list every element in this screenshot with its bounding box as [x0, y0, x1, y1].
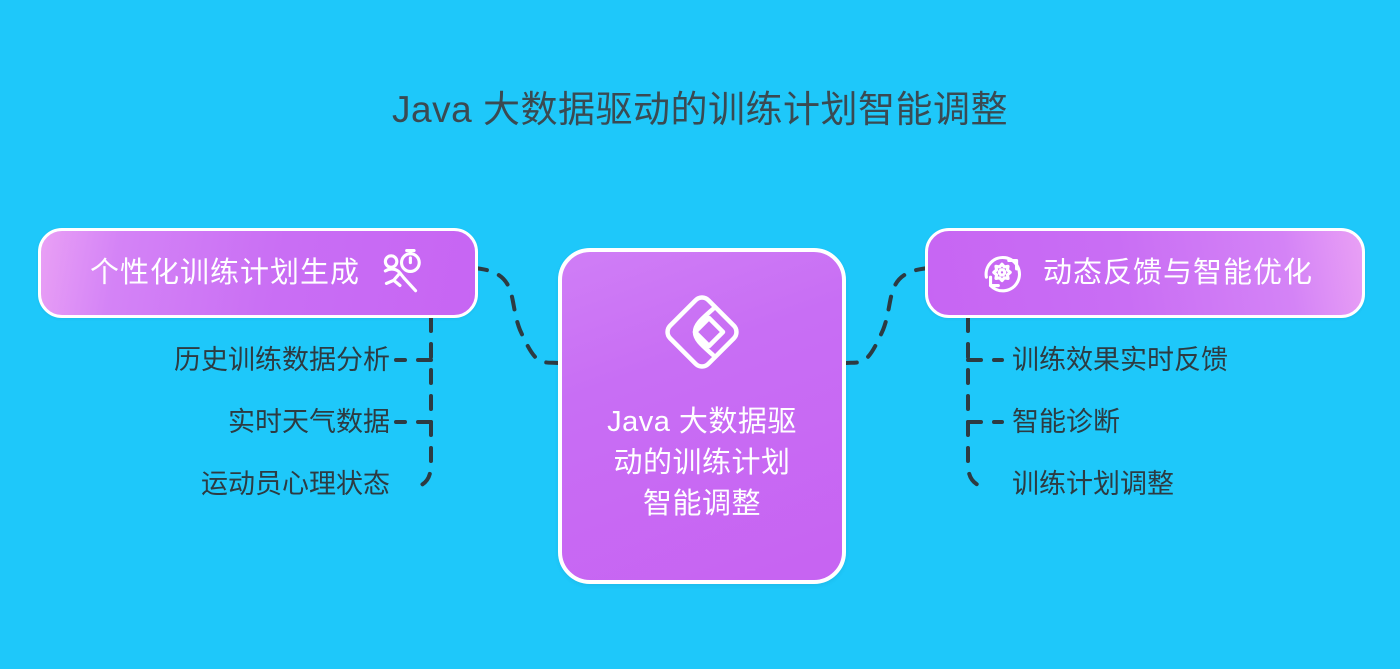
list-item[interactable]: 智能诊断	[1012, 407, 1120, 437]
center-node-label: Java 大数据驱动的训练计划智能调整	[607, 406, 797, 520]
running-person-stopwatch-icon	[383, 249, 421, 293]
page-title: Java 大数据驱动的训练计划智能调整	[392, 89, 1008, 130]
list-item[interactable]: 训练计划调整	[1012, 469, 1174, 499]
connector-left-branch	[472, 266, 560, 365]
connector-right-trunk	[966, 316, 988, 490]
branch-node-left-label: 个性化训练计划生成	[89, 256, 360, 289]
diamond-logo-icon	[665, 295, 739, 369]
list-item[interactable]: 历史训练数据分析	[174, 345, 390, 375]
list-item[interactable]: 运动员心理状态	[201, 469, 390, 499]
refresh-gear-icon	[984, 255, 1021, 293]
list-item[interactable]: 实时天气数据	[228, 407, 390, 437]
connector-right-branch	[844, 266, 931, 365]
branch-node-right[interactable]: 动态反馈与智能优化	[925, 228, 1365, 318]
branch-node-right-label: 动态反馈与智能优化	[1042, 256, 1313, 289]
center-node[interactable]: Java 大数据驱动的训练计划智能调整	[558, 248, 846, 584]
connector-left-trunk	[412, 316, 433, 490]
list-item[interactable]: 训练效果实时反馈	[1012, 345, 1228, 375]
branch-node-left[interactable]: 个性化训练计划生成	[38, 228, 478, 318]
